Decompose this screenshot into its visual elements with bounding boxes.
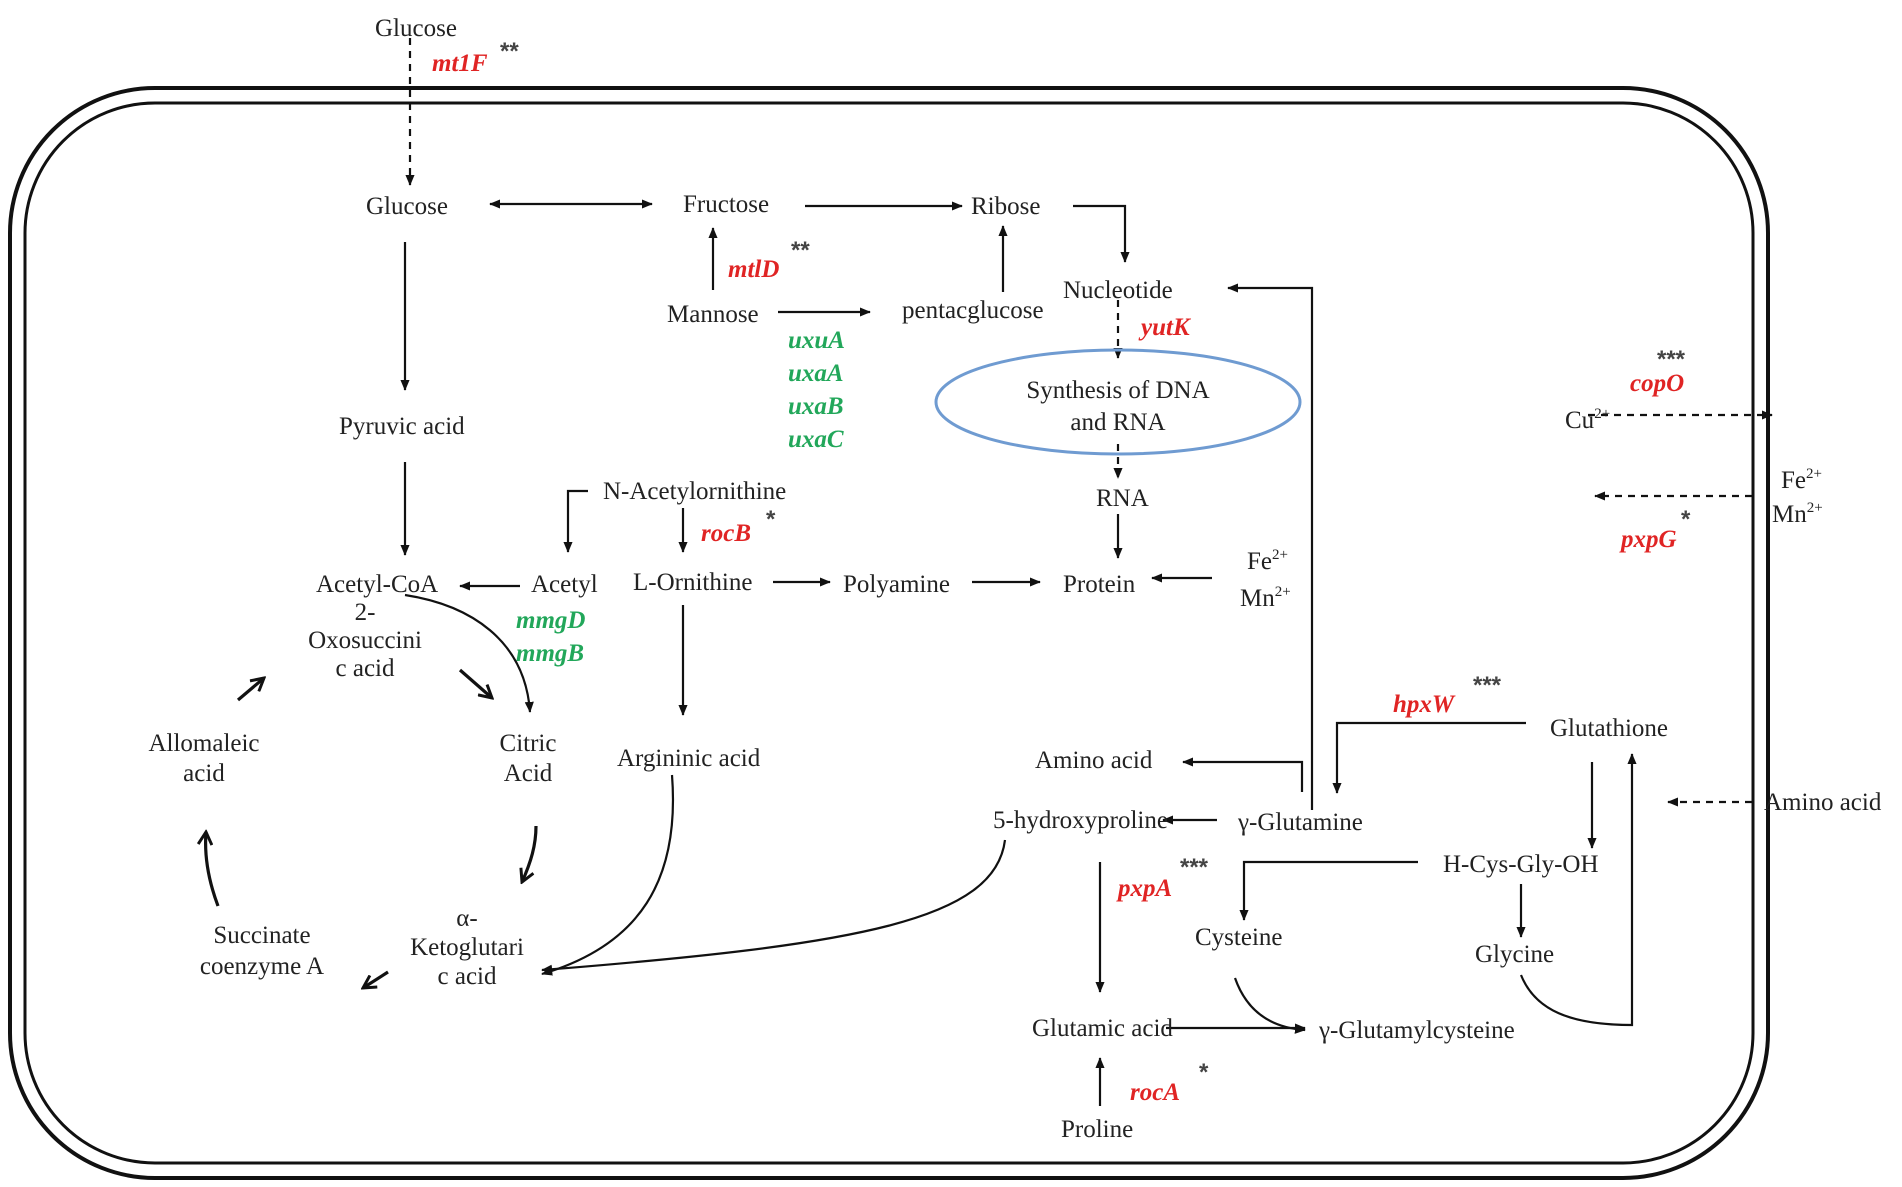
sig-mtld: ** [791, 237, 810, 264]
polyamine-label: Polyamine [843, 571, 950, 598]
citric-acid-label-line2: Acid [504, 760, 553, 787]
cysteine-label: Cysteine [1195, 924, 1283, 951]
gene-hpxw: hpxW [1393, 691, 1456, 718]
fe-ion-protein: Fe2+ [1247, 547, 1288, 575]
n-acetylornithine-label: N-Acetylornithine [603, 478, 786, 505]
pyruvic-acid-label: Pyruvic acid [339, 413, 465, 440]
sig-hpxw: *** [1473, 672, 1502, 699]
gene-roca: rocA [1130, 1079, 1180, 1106]
h-cys-gly-oh-label: H-Cys-Gly-OH [1443, 851, 1599, 878]
allomaleic-acid-label-line1: Allomaleic [148, 730, 259, 757]
gene-mtld: mtlD [728, 256, 779, 283]
citric-acid-label-line1: Citric [500, 730, 557, 757]
ribose-label: Ribose [971, 193, 1040, 220]
synthesis-ellipse [934, 348, 1302, 456]
ketoglutaric-acid-label-line2: Ketoglutari [410, 934, 524, 961]
amino-acid-outside-label: Amino acid [1764, 789, 1882, 816]
pentacglucose-label: pentacglucose [902, 297, 1044, 324]
synthesis-label-line1: Synthesis of DNA [1026, 377, 1209, 404]
nucleotide-label: Nucleotide [1063, 277, 1173, 304]
gene-rocb: rocB [701, 520, 751, 547]
gene-uxab: uxaB [788, 393, 844, 420]
gene-pxpa: pxpA [1116, 875, 1172, 902]
glutathione-label: Glutathione [1550, 715, 1668, 742]
gene-yutk: yutK [1138, 314, 1192, 341]
gene-mmgb: mmgB [516, 640, 584, 667]
glycine-label: Glycine [1475, 941, 1554, 968]
inner-membrane [23, 101, 1755, 1165]
glucose-label: Glucose [366, 193, 448, 220]
acetyl-label: Acetyl [531, 571, 598, 598]
oxosuccinic-label-line1: 2- [355, 599, 376, 626]
sig-mt1f: ** [500, 38, 519, 65]
cu-ion: Cu2+ [1565, 406, 1610, 434]
succinate-coa-label-line2: coenzyme A [200, 953, 324, 980]
sig-pxpg: * [1681, 506, 1691, 533]
gene-pxpg: pxpG [1619, 526, 1677, 553]
hydroxyproline-label: 5-hydroxyproline [993, 807, 1168, 834]
significance-markers: ** ** * *** * *** *** * [500, 38, 1691, 1086]
argininic-acid-label: Argininic acid [617, 745, 761, 772]
proline-label: Proline [1061, 1116, 1133, 1143]
l-ornithine-label: L-Ornithine [633, 569, 752, 596]
sig-pxpa: *** [1180, 854, 1209, 881]
fe-ion-transport: Fe2+ [1781, 466, 1822, 494]
gamma-glutamine-label: γ-Glutamine [1237, 809, 1363, 836]
ion-labels: Fe2+ Mn2+ Cu2+ Fe2+ Mn2+ [1240, 406, 1823, 612]
gene-uxua: uxuA [788, 327, 845, 354]
gene-labels: mt1F mtlD yutK rocB copO pxpG hpxW pxpA … [432, 50, 1684, 1106]
glutamic-acid-label: Glutamic acid [1032, 1015, 1173, 1042]
mannose-label: Mannose [667, 301, 759, 328]
fructose-label: Fructose [683, 191, 769, 218]
mn-ion-transport: Mn2+ [1772, 500, 1823, 528]
amino-acid-label: Amino acid [1035, 747, 1153, 774]
gene-uxac: uxaC [788, 426, 844, 453]
ketoglutaric-acid-label-line1: α- [456, 905, 477, 932]
gene-uxaa: uxaA [788, 360, 844, 387]
gene-mt1f: mt1F [432, 50, 488, 77]
allomaleic-acid-label-line2: acid [183, 760, 225, 787]
gamma-glutamylcysteine-label: γ-Glutamylcysteine [1318, 1017, 1515, 1044]
mn-ion-protein: Mn2+ [1240, 584, 1291, 612]
sig-rocb: * [766, 506, 776, 533]
synthesis-label-line2: and RNA [1070, 409, 1165, 436]
metabolite-labels: Glucose Glucose Fructose Ribose Mannose … [148, 15, 1881, 1143]
gene-mmgd: mmgD [516, 607, 585, 634]
oxosuccinic-label-line3: c acid [336, 655, 395, 682]
protein-label: Protein [1063, 571, 1136, 598]
oxosuccinic-label-line2: Oxosuccini [308, 627, 422, 654]
acetyl-coa-label: Acetyl-CoA [316, 571, 438, 598]
pathway-arrows [206, 38, 1773, 1106]
rna-label: RNA [1096, 485, 1149, 512]
glucose-outside-label: Glucose [375, 15, 457, 42]
sig-copo: *** [1657, 346, 1686, 373]
outer-membrane [8, 86, 1770, 1180]
sig-roca: * [1199, 1059, 1209, 1086]
ketoglutaric-acid-label-line3: c acid [438, 963, 497, 990]
gene-copo: copO [1630, 370, 1684, 397]
succinate-coa-label-line1: Succinate [213, 922, 310, 949]
